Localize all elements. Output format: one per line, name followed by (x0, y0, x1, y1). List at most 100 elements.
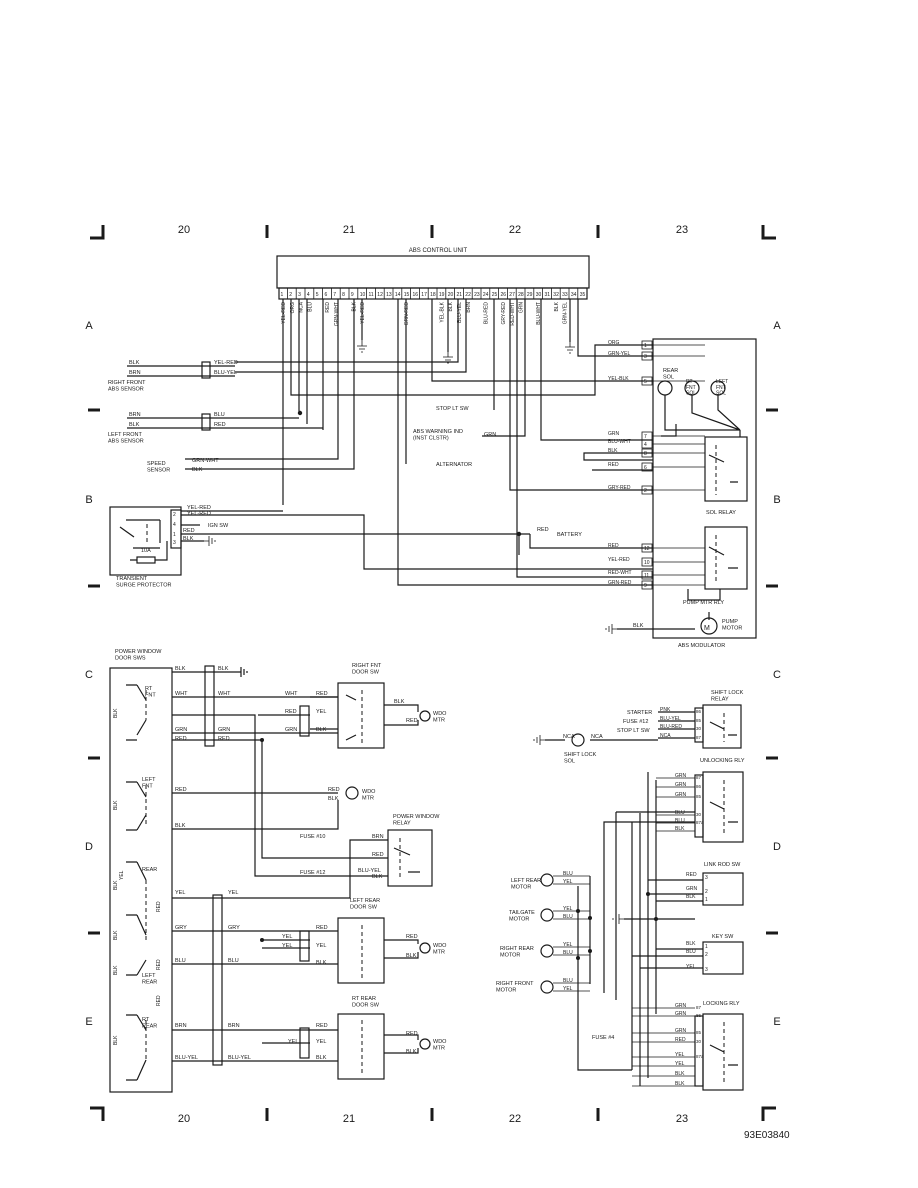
wire-blk-lf: BLK (129, 422, 140, 428)
pw-fuse10-label: FUSE #10 (300, 834, 325, 840)
rrds-blk-out: BLK (406, 1049, 417, 1055)
abs-pin-7: 7 (333, 292, 336, 298)
wire-red-tsp: RED (183, 528, 195, 534)
abs-pin-26: 26 (501, 292, 507, 298)
mod-wire-11: RED-WHT (608, 570, 632, 576)
wire-brn-lf: BRN (129, 412, 141, 418)
battery-label: BATTERY (557, 532, 582, 538)
corner-bottom-right (761, 1106, 776, 1121)
abs-pin-wire-28: GRN (519, 302, 525, 314)
abs-control-unit-title: ABS CONTROL UNIT (409, 248, 468, 254)
unl-wire-0: GRN (675, 773, 687, 779)
abs-warning-ind-label: ABS WARNING IND(INST CLSTR) (413, 429, 463, 441)
pw-wire-blk-3: BLK (175, 823, 186, 829)
pw-wire-blk-2: BLK (218, 666, 229, 672)
pwr-brn: BRN (372, 834, 384, 840)
row-label-right-C: C (773, 669, 781, 681)
slr-pin-1: 85 (696, 718, 702, 723)
link-wire-2: BLK (686, 894, 696, 900)
pump-mtr-rly-label: PUMP MTR RLY (683, 600, 724, 606)
lrds-red: RED (316, 925, 328, 931)
pw-inner-label-0: RED (156, 901, 162, 912)
abs-pin-wire-7: GRN-WHT (334, 302, 340, 326)
pump-motor-icon (700, 617, 718, 635)
mod-pin-4: 4 (644, 442, 647, 448)
abs-pin-wire-1: YEL-RED (281, 302, 287, 324)
col-label-bottom-20: 20 (178, 1113, 190, 1125)
abs-pin-wire-21: BLU-YEL (457, 302, 463, 323)
lock-wire-6: BLK (675, 1071, 685, 1077)
wire-grn-warn: GRN (484, 432, 496, 438)
motor-icon-2 (540, 944, 554, 958)
slr-wire-2: BLU-RED (660, 724, 682, 730)
unl-wire-4: BLU (675, 818, 685, 824)
abs-modulator: 1ORG3GRN-YEL5YEL-BLK7GRN4BLU-WHT8BLK6RED… (608, 338, 757, 649)
mod-wire-8: BLK (608, 448, 618, 454)
nca-label-2: NCA (591, 734, 603, 740)
pw-inner-label-1: RED (156, 959, 162, 970)
pump-mtr-rly-box (704, 526, 748, 590)
mod-wire-2: GRY-RED (608, 485, 631, 491)
motor-wire-6: BLU (563, 978, 573, 984)
abs-pin-18: 18 (430, 292, 436, 298)
wdo-mtr-icon-1 (419, 710, 431, 722)
pw-left-label-5: BLK (113, 965, 119, 975)
lf-blk: BLK (328, 796, 339, 802)
slr-stop-lt-sw-label: STOP LT SW (617, 728, 650, 734)
abs-pin-1: 1 (281, 292, 284, 298)
mod-wire-9: GRN-RED (608, 580, 632, 586)
fuse-10a-label: 10A (141, 548, 151, 554)
pw-left-label-2: BLK (113, 880, 119, 890)
corner-top-right (761, 225, 776, 240)
slr-fuse12-label: FUSE #12 (623, 719, 648, 725)
pw-wire-wht-2: WHT (218, 691, 231, 697)
mod-pin-11: 11 (644, 573, 649, 579)
wdo-mtr-icon-2 (345, 786, 359, 800)
lrds-blk-out: BLK (406, 953, 417, 959)
slr-wire-3: NCA (660, 733, 671, 739)
pw-left-label-1: BLK (113, 800, 119, 810)
pw-fuse12-label: FUSE #12 (300, 870, 325, 876)
link-wire-0: RED (686, 872, 697, 878)
starter-label: STARTER (627, 710, 652, 716)
abs-pin-wire-19: YEL-BLK (439, 301, 445, 322)
unlocking-rly-label: UNLOCKING RLY (700, 758, 745, 764)
unl-pin-3: 30 (696, 812, 702, 817)
abs-pin-wire-22: BRN (466, 302, 472, 313)
row-label-left-B: B (85, 494, 92, 506)
wire-yel-red-tsp-1: YEL-RED (187, 505, 211, 511)
pwr-blk: BLK (372, 874, 383, 880)
lock-wire-4: YEL (675, 1052, 685, 1058)
col-label-bottom-23: 23 (676, 1113, 688, 1125)
col-label-top-23: 23 (676, 224, 688, 236)
pw-wire-blu-2: BLU (228, 958, 239, 964)
sol-relay-box (704, 436, 748, 502)
abs-pin-wire-27: RED-WHT (510, 302, 516, 326)
tsp-pin-1: 1 (173, 532, 176, 538)
abs-pin-wire-20: BLK (448, 301, 454, 311)
wire-red-battery: RED (537, 527, 549, 533)
slr-wire-1: BLU-YEL (660, 716, 681, 722)
slr-pin-3: 87 (696, 735, 702, 740)
pw-wire-wht-1: WHT (175, 691, 188, 697)
link-pin-2: 1 (705, 897, 708, 903)
tsp-pin-4: 4 (173, 522, 176, 528)
lrds-blk: BLK (316, 960, 327, 966)
abs-pin-25: 25 (492, 292, 498, 298)
wire-blk-rf: BLK (129, 360, 140, 366)
wire-blk-tsp: BLK (183, 536, 194, 542)
